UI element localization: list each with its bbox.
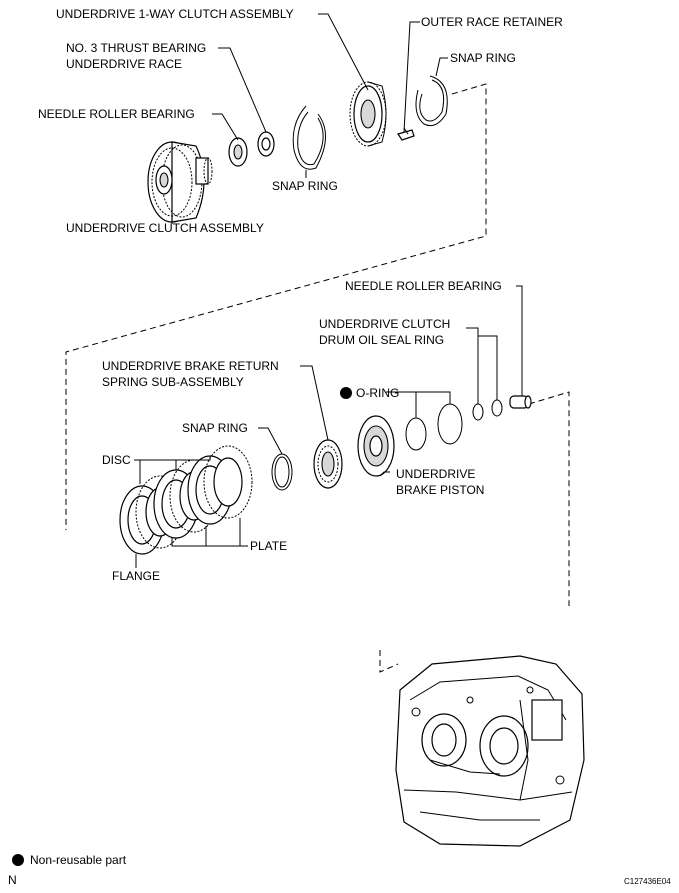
label-no3-thrust-bearing-line1: NO. 3 THRUST BEARING <box>66 41 206 55</box>
label-underdrive-clutch-assembly: UNDERDRIVE CLUTCH ASSEMBLY <box>66 221 264 235</box>
leader-lines <box>134 13 523 568</box>
alignment-guides <box>65 83 570 673</box>
transaxle-case <box>395 655 585 847</box>
label-no3-thrust-bearing-line2: UNDERDRIVE RACE <box>66 57 182 71</box>
label-snap-ring-mid: SNAP RING <box>182 421 248 435</box>
snap-ring-top-right-part <box>415 75 448 127</box>
label-ud-clutch-drum-line2: DRUM OIL SEAL RING <box>319 333 444 347</box>
label-ud-brake-piston-line1: UNDERDRIVE <box>396 467 475 481</box>
label-ud-brake-return-line2: SPRING SUB-ASSEMBLY <box>102 375 244 389</box>
label-outer-race-retainer: OUTER RACE RETAINER <box>421 15 563 29</box>
outer-race-retainer-part <box>397 127 415 141</box>
north-marker: N <box>8 873 17 887</box>
underdrive-brake-piston-part <box>357 415 395 477</box>
label-ud-brake-return-line1: UNDERDRIVE BRAKE RETURN <box>102 359 279 373</box>
o-rings-part <box>405 403 463 451</box>
label-ud-brake-piston-line2: BRAKE PISTON <box>396 483 484 497</box>
snap-ring-top-mid-part <box>292 105 326 170</box>
label-underdrive-1way-clutch: UNDERDRIVE 1-WAY CLUTCH ASSEMBLY <box>56 7 294 21</box>
underdrive-clutch-assembly-part <box>147 141 213 223</box>
legend-non-reusable-text: Non-reusable part <box>30 853 127 867</box>
figure-code: C127436E04 <box>624 877 671 886</box>
snap-ring-mid-part <box>271 453 293 491</box>
o-ring-non-reusable-dot <box>340 387 352 399</box>
label-ud-clutch-drum-line1: UNDERDRIVE CLUTCH <box>319 317 450 331</box>
label-snap-ring-top-right: SNAP RING <box>450 51 516 65</box>
label-flange: FLANGE <box>112 569 160 583</box>
underdrive-brake-return-spring-part <box>313 439 343 489</box>
label-plate: PLATE <box>250 539 287 553</box>
no3-thrust-bearing-race-part <box>257 131 275 157</box>
label-needle-roller-bearing-top: NEEDLE ROLLER BEARING <box>38 107 195 121</box>
needle-roller-bearing-top-part <box>228 137 248 167</box>
label-needle-roller-bearing-mid: NEEDLE ROLLER BEARING <box>345 279 502 293</box>
label-snap-ring-top-mid: SNAP RING <box>272 179 338 193</box>
needle-roller-bearing-mid-part <box>509 395 532 409</box>
label-o-ring: O-RING <box>356 386 399 400</box>
label-disc: DISC <box>102 453 131 467</box>
clutch-pack-part <box>119 445 253 555</box>
underdrive-1way-clutch-part <box>349 81 387 147</box>
drum-oil-seal-rings-part <box>472 399 503 421</box>
legend-dot <box>12 854 24 866</box>
